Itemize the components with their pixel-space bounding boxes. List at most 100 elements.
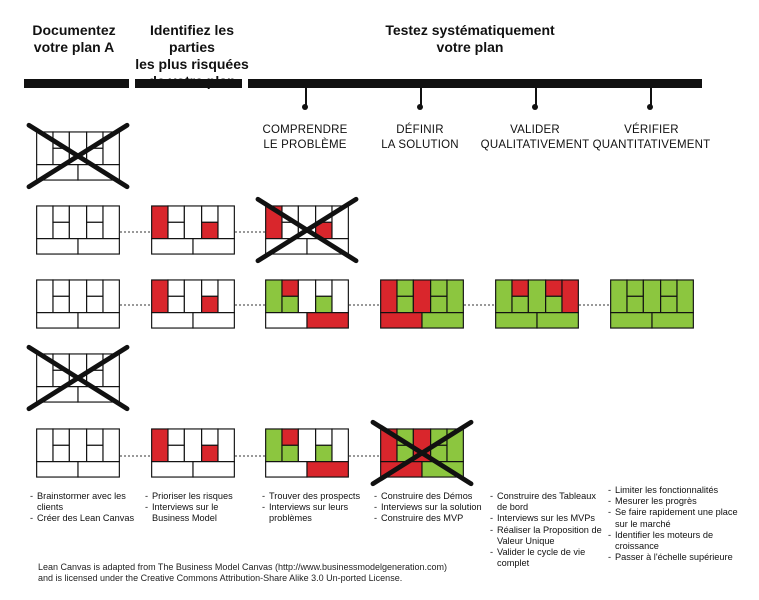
canvas-block (430, 279, 448, 297)
canvas-block (36, 205, 54, 240)
canvas-block (511, 295, 529, 314)
canvas-block (52, 428, 70, 446)
canvas-block (281, 279, 299, 297)
license-footer: Lean Canvas is adapted from The Business… (38, 562, 448, 583)
canvas-block (86, 221, 104, 240)
canvas-block (610, 279, 628, 314)
canvas-block (86, 428, 104, 446)
note-item: Interviews sur la solution (374, 502, 492, 513)
canvas-block (151, 205, 169, 240)
canvas-block (281, 444, 299, 463)
canvas-block (86, 444, 104, 463)
lean-canvas-icon (264, 279, 350, 329)
canvas-grid (36, 428, 120, 478)
canvas-block (642, 279, 662, 314)
canvas-block (151, 238, 194, 255)
canvas-block (281, 295, 299, 314)
canvas-block (192, 461, 235, 478)
canvas-block (86, 295, 104, 314)
canvas-block (217, 279, 235, 314)
canvas-block (167, 221, 185, 240)
canvas-block (495, 279, 513, 314)
phase-label-validate: VALIDER QUALITATIVEMENT (480, 124, 590, 151)
canvas-block (86, 205, 104, 223)
phase-dot (647, 104, 653, 110)
note-item: Trouver des prospects (262, 491, 374, 502)
canvas-block (297, 279, 317, 314)
canvas-block (183, 279, 203, 314)
canvas-grid (495, 279, 579, 329)
canvas-block (265, 312, 308, 329)
note-item: Identifier les moteurs de croissance (608, 530, 743, 552)
canvas-block (52, 221, 70, 240)
lean-canvas-icon (494, 279, 580, 329)
canvas-block (52, 205, 70, 223)
canvas-block (265, 461, 308, 478)
notes-document: Brainstormer avec les clients Créer des … (30, 491, 140, 525)
canvas-block (151, 428, 169, 463)
note-item: Réaliser la Proposition de Valeur Unique (490, 525, 602, 547)
canvas-block (315, 428, 333, 446)
header-document: Documentez votre plan A (32, 22, 116, 55)
canvas-grid (151, 279, 235, 329)
canvas-block (265, 428, 283, 463)
bar-test (248, 79, 702, 88)
phase-label-define: DÉFINIR LA SOLUTION (381, 124, 459, 151)
canvas-block (217, 428, 235, 463)
canvas-block (331, 279, 349, 314)
note-item: Interviews sur les MVPs (490, 513, 602, 524)
canvas-block (192, 312, 235, 329)
canvas-grid (370, 419, 474, 487)
header-test: Testez systématiquement votre plan (385, 22, 555, 55)
lean-canvas-icon (150, 428, 236, 478)
canvas-block (183, 428, 203, 463)
canvas-block (527, 279, 547, 314)
cross-out-icon (255, 196, 359, 264)
lean-canvas-icon (35, 428, 121, 478)
canvas-block (77, 312, 120, 329)
canvas-block (430, 295, 448, 314)
phase-dot (417, 104, 423, 110)
note-item: Construire des MVP (374, 513, 492, 524)
canvas-block (545, 279, 563, 297)
canvas-block (265, 279, 283, 314)
canvas-block (396, 295, 414, 314)
phase-label-verify: VÉRIFIER QUANTITATIVEMENT (592, 124, 711, 151)
canvas-grid (36, 279, 120, 329)
cross-out-icon (26, 122, 130, 190)
canvas-block (167, 205, 185, 223)
canvas-block (183, 205, 203, 240)
canvas-block (306, 312, 349, 329)
canvas-block (201, 428, 219, 446)
canvas-block (380, 312, 423, 329)
canvas-grid (151, 428, 235, 478)
canvas-block (52, 444, 70, 463)
canvas-block (201, 444, 219, 463)
canvas-grid (380, 279, 464, 329)
notes-understand: Trouver des prospects Interviews sur leu… (262, 491, 374, 525)
lean-canvas-icon (379, 279, 465, 329)
canvas-block (651, 312, 694, 329)
canvas-block (201, 279, 219, 297)
note-item: Interviews sur leurs problèmes (262, 502, 374, 524)
canvas-block (77, 461, 120, 478)
canvas-block (380, 279, 398, 314)
canvas-block (315, 279, 333, 297)
note-item: Créer des Lean Canvas (30, 513, 140, 524)
note-item: Valider le cycle de vie complet (490, 547, 602, 569)
canvas-block (77, 238, 120, 255)
canvas-block (421, 312, 464, 329)
phase-tick (305, 88, 307, 106)
lean-canvas-icon (35, 279, 121, 329)
canvas-block (167, 295, 185, 314)
canvas-block (281, 428, 299, 446)
canvas-block (201, 205, 219, 223)
cross-out-icon (26, 344, 130, 412)
canvas-block (626, 279, 644, 297)
note-item: Construire des Tableaux de bord (490, 491, 602, 513)
canvas-block (297, 428, 317, 463)
lean-canvas-icon (26, 122, 130, 190)
note-item: Interviews sur le Business Model (145, 502, 255, 524)
canvas-grid (26, 344, 130, 412)
lean-canvas-icon (35, 205, 121, 255)
